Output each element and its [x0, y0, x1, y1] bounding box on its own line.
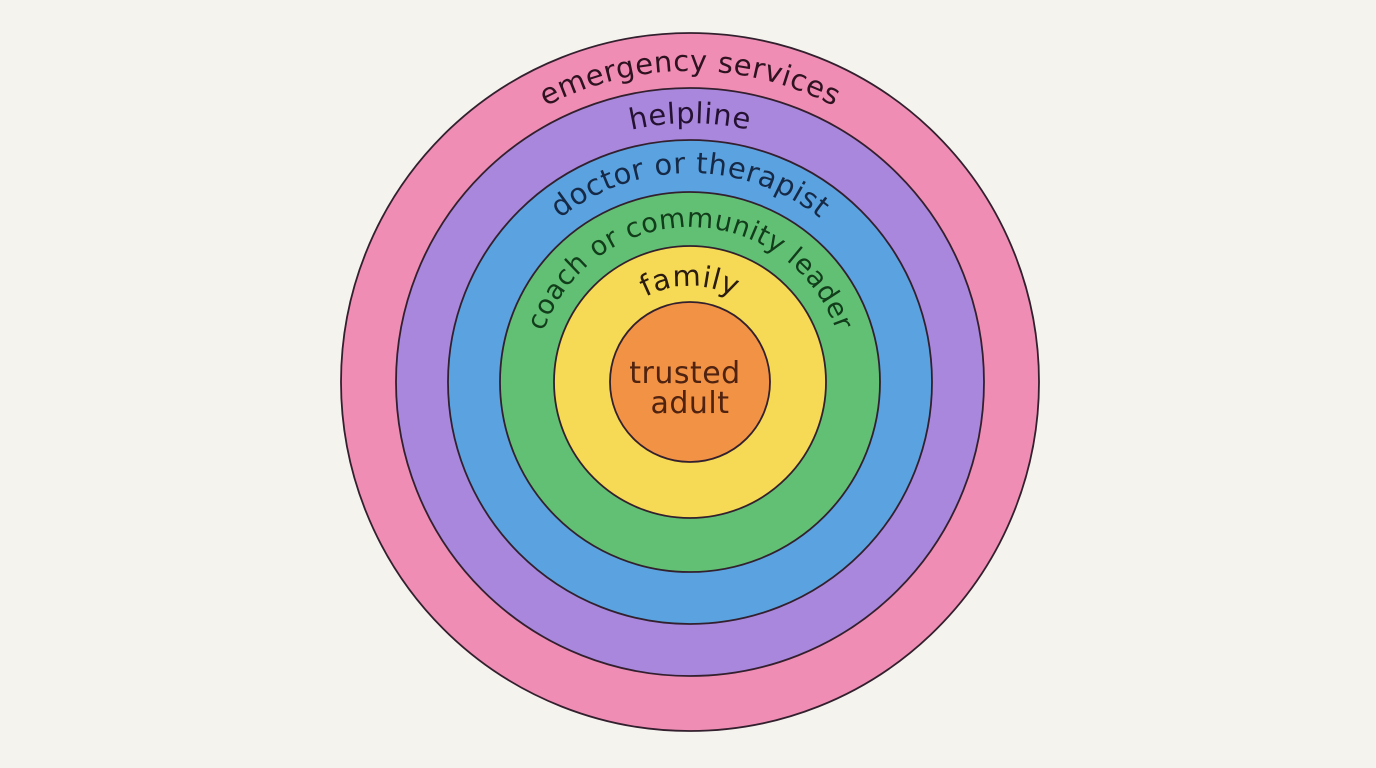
ring-trusted-adult	[609, 301, 771, 463]
label-trusted-adult-line1: trusted	[629, 356, 741, 391]
label-trusted-adult: trusted adult	[629, 356, 751, 421]
label-trusted-adult-line2: adult	[650, 386, 729, 421]
